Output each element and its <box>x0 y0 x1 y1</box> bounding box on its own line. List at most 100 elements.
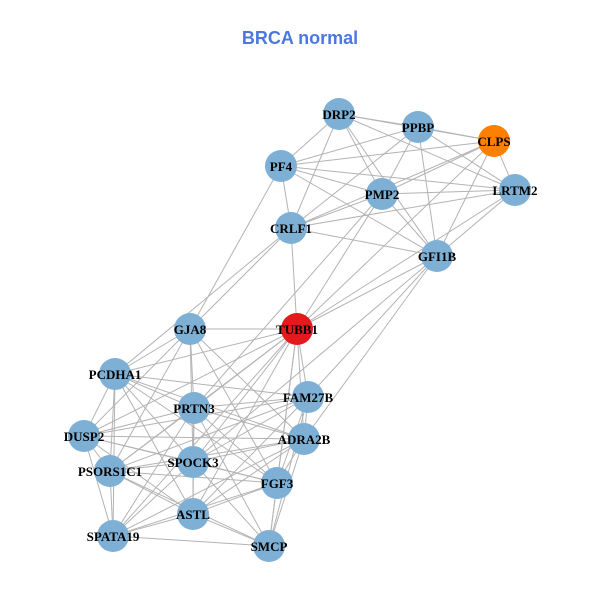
edge-adra2b-spata19 <box>112 438 305 537</box>
node-label: PMP2 <box>365 187 400 202</box>
node-dusp2[interactable]: DUSP2 <box>64 420 104 452</box>
node-label: FAM27B <box>283 390 334 405</box>
edge-ppbp-pf4 <box>280 126 419 167</box>
edge-dusp2-astl <box>83 435 194 515</box>
edge-prtn3-adra2b <box>193 407 305 440</box>
edge-pf4-pmp2 <box>280 165 383 195</box>
node-label: PCDHA1 <box>89 367 142 382</box>
node-lrtm2[interactable]: LRTM2 <box>492 174 538 206</box>
node-drp2[interactable]: DRP2 <box>322 98 356 130</box>
node-circle[interactable] <box>174 313 206 345</box>
edge-clps-pmp2 <box>381 140 495 195</box>
node-circle[interactable] <box>253 530 285 562</box>
node-fgf3[interactable]: FGF3 <box>261 467 294 499</box>
edge-pcdha1-fam27b <box>114 373 309 398</box>
node-psors1c1[interactable]: PSORS1C1 <box>78 455 142 487</box>
node-prtn3[interactable]: PRTN3 <box>173 392 215 424</box>
edge-drp2-lrtm2 <box>338 113 516 191</box>
edge-crlf1-pcdha1 <box>114 227 292 375</box>
edge-crlf1-tubb1 <box>290 227 298 330</box>
node-tubb1[interactable]: TUBB1 <box>276 313 318 345</box>
edge-fam27b-prtn3 <box>193 396 309 409</box>
node-circle[interactable] <box>323 98 355 130</box>
edge-pf4-lrtm2 <box>280 165 516 191</box>
node-gfi1b[interactable]: GFI1B <box>418 240 457 272</box>
node-smcp[interactable]: SMCP <box>251 530 288 562</box>
node-label: SPOCK3 <box>167 455 219 470</box>
edge-lrtm2-gfi1b <box>436 189 516 257</box>
edge-clps-tubb1 <box>296 140 495 330</box>
node-label: FGF3 <box>261 476 294 491</box>
node-circle[interactable] <box>288 423 320 455</box>
edge-gfi1b-tubb1 <box>296 255 438 330</box>
node-spock3[interactable]: SPOCK3 <box>167 446 219 478</box>
node-gja8[interactable]: GJA8 <box>174 313 207 345</box>
edge-pmp2-tubb1 <box>296 193 383 330</box>
node-circle[interactable] <box>99 358 131 390</box>
node-clps[interactable]: CLPS <box>477 125 511 157</box>
edge-prtn3-fgf3 <box>193 407 278 484</box>
edge-prtn3-psors1c1 <box>109 407 195 472</box>
edge-prtn3-smcp <box>193 407 270 547</box>
edge-dusp2-spata19 <box>83 435 114 537</box>
node-label: ADRA2B <box>278 432 331 447</box>
node-circle[interactable] <box>402 111 434 143</box>
edge-tubb1-spock3 <box>192 328 298 463</box>
edge-gfi1b-fam27b <box>307 255 438 398</box>
node-circle[interactable] <box>275 212 307 244</box>
node-circle[interactable] <box>178 392 210 424</box>
edge-clps-pf4 <box>280 140 495 167</box>
edge-prtn3-spata19 <box>112 407 195 537</box>
node-label: GJA8 <box>174 322 207 337</box>
edge-spata19-smcp <box>112 535 270 547</box>
node-circle[interactable] <box>265 150 297 182</box>
node-circle[interactable] <box>292 381 324 413</box>
node-circle[interactable] <box>478 125 510 157</box>
node-circle[interactable] <box>94 455 126 487</box>
edge-ppbp-gfi1b <box>417 126 438 257</box>
edge-gja8-psors1c1 <box>109 328 191 472</box>
edge-crlf1-gfi1b <box>290 227 438 257</box>
node-circle[interactable] <box>97 520 129 552</box>
node-circle[interactable] <box>421 240 453 272</box>
edge-ppbp-crlf1 <box>290 126 419 229</box>
node-circle[interactable] <box>261 467 293 499</box>
node-label: PPBP <box>402 120 435 135</box>
node-circle[interactable] <box>177 498 209 530</box>
edge-fam27b-smcp <box>268 396 309 547</box>
node-label: PSORS1C1 <box>78 464 142 479</box>
node-adra2b[interactable]: ADRA2B <box>278 423 331 455</box>
edge-tubb1-spata19 <box>112 328 298 537</box>
node-label: CRLF1 <box>270 221 312 236</box>
edge-adra2b-astl <box>192 438 305 515</box>
node-ppbp[interactable]: PPBP <box>402 111 435 143</box>
node-label: DRP2 <box>322 107 355 122</box>
node-circle[interactable] <box>68 420 100 452</box>
edge-pf4-gfi1b <box>280 165 438 257</box>
node-pf4[interactable]: PF4 <box>265 150 297 182</box>
edge-tubb1-pcdha1 <box>114 328 298 375</box>
node-pcdha1[interactable]: PCDHA1 <box>89 358 142 390</box>
node-label: TUBB1 <box>276 322 318 337</box>
node-circle[interactable] <box>366 178 398 210</box>
edge-pmp2-lrtm2 <box>381 189 516 195</box>
edge-tubb1-astl <box>192 328 298 515</box>
node-label: SMCP <box>251 539 288 554</box>
edge-lrtm2-tubb1 <box>296 189 516 330</box>
node-astl[interactable]: ASTL <box>176 498 210 530</box>
node-spata19[interactable]: SPATA19 <box>87 520 140 552</box>
node-circle[interactable] <box>281 313 313 345</box>
edge-crlf1-gja8 <box>189 227 292 330</box>
node-crlf1[interactable]: CRLF1 <box>270 212 312 244</box>
node-label: SPATA19 <box>87 529 140 544</box>
edge-pcdha1-spata19 <box>112 373 116 537</box>
node-pmp2[interactable]: PMP2 <box>365 178 400 210</box>
edge-gja8-fgf3 <box>189 328 278 484</box>
node-circle[interactable] <box>177 446 209 478</box>
node-circle[interactable] <box>499 174 531 206</box>
node-fam27b[interactable]: FAM27B <box>283 381 334 413</box>
edge-pcdha1-fgf3 <box>114 373 278 484</box>
edge-gja8-dusp2 <box>83 328 191 437</box>
